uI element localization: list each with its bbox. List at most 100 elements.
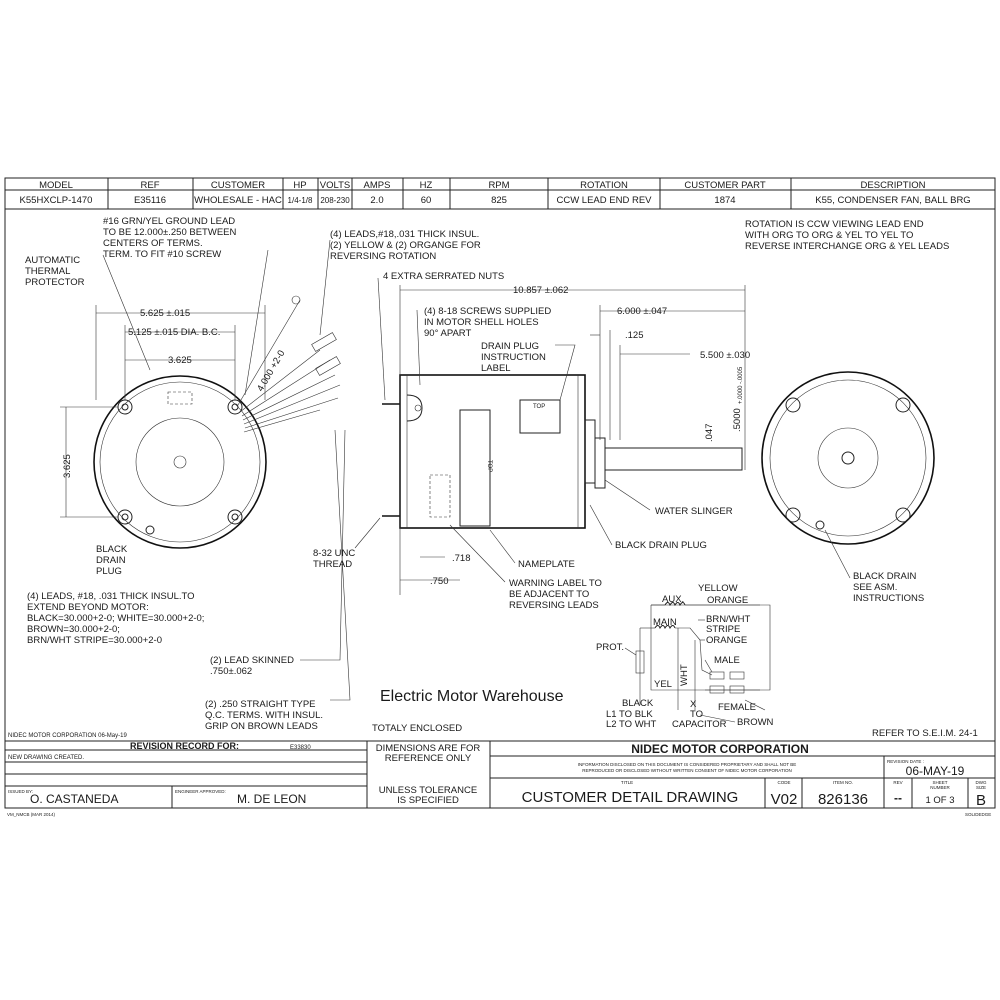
wire-l2: L2 TO WHT: [606, 719, 657, 730]
wire-female: FEMALE: [718, 702, 756, 713]
note-ground-lead-1: #16 GRN/YEL GROUND LEAD: [103, 216, 235, 227]
nameplate-top-text: TOP: [486, 460, 492, 472]
code: V02: [771, 791, 798, 808]
val-customer: WHOLESALE - HAC: [194, 195, 282, 206]
col-hz: HZ: [420, 180, 433, 191]
note-left-drain-2: DRAIN: [96, 555, 126, 566]
spec-table: MODEL REF CUSTOMER HP VOLTS AMPS HZ RPM …: [5, 178, 995, 210]
dwg-size: B: [976, 792, 986, 809]
dim-125: .125: [625, 330, 644, 341]
issued-by-label: ISSUED BY:: [8, 789, 33, 794]
disclaimer-1: INFORMATION DISCLOSED ON THIS DOCUMENT I…: [578, 762, 797, 767]
note-nameplate: NAMEPLATE: [518, 559, 575, 570]
dim-3625-vertical: 3.625: [62, 454, 73, 478]
dim-overall-length: 10.857 ±.062: [513, 285, 568, 296]
wire-black: BLACK: [622, 698, 654, 709]
val-description: K55, CONDENSER FAN, BALL BRG: [815, 195, 970, 206]
note-extra-nuts: 4 EXTRA SERRATED NUTS: [383, 271, 504, 282]
dims-ref-2: REFERENCE ONLY: [385, 753, 472, 764]
sheet-number: 1 OF 3: [925, 795, 954, 806]
note-warning-1: WARNING LABEL TO: [509, 578, 602, 589]
note-right-drain-3: INSTRUCTIONS: [853, 593, 924, 604]
note-screws-2: IN MOTOR SHELL HOLES: [424, 317, 539, 328]
col-rotation: ROTATION: [580, 180, 628, 191]
wire-to-cap-1: TO: [690, 709, 703, 720]
note-leads-length-1: (4) LEADS, #18, .031 THICK INSUL.TO: [27, 591, 195, 602]
issued-by: O. CASTANEDA: [30, 792, 118, 806]
col-amps: AMPS: [364, 180, 391, 191]
top-label: TOP: [533, 404, 545, 410]
sheet-label-1: SHEET: [932, 780, 947, 785]
corp-date: NIDEC MOTOR CORPORATION 06-May-19: [8, 733, 127, 739]
note-rotation-1: ROTATION IS CCW VIEWING LEAD END: [745, 219, 924, 230]
wire-aux: AUX.: [662, 594, 684, 605]
wire-x: X: [690, 699, 697, 710]
dim-shaft-dia: .5000: [732, 408, 743, 432]
note-screws-3: 90° APART: [424, 328, 471, 339]
note-refer: REFER TO S.E.I.M. 24-1: [872, 728, 978, 739]
note-right-drain-2: SEE ASM.: [853, 582, 897, 593]
note-drain-label-2: INSTRUCTION: [481, 352, 546, 363]
note-leads-insul-1: (4) LEADS,#18,.031 THICK INSUL.: [330, 229, 479, 240]
note-rotation-3: REVERSE INTERCHANGE ORG & YEL LEADS: [745, 241, 949, 252]
dwg-label-1: DWG: [976, 780, 987, 785]
wire-yellow: YELLOW: [698, 583, 738, 594]
note-thermal-1: AUTOMATIC: [25, 255, 80, 266]
code-label: CODE: [777, 780, 790, 785]
dim-4000-lead: 4.000 +2-0: [255, 348, 287, 393]
item-label: ITEM NO.: [833, 780, 853, 785]
note-qc-1: (2) .250 STRAIGHT TYPE: [205, 699, 316, 710]
wire-male: MALE: [714, 655, 740, 666]
company-name: NIDEC MOTOR CORPORATION: [631, 742, 809, 756]
lead-end-view: 5.625 ±.015 5.125 ±.015 DIA. B.C. 3.625 …: [60, 249, 341, 549]
note-thermal-3: PROTECTOR: [25, 277, 85, 288]
engineer-label: ENGINEER APPROVED:: [175, 789, 226, 794]
dim-5625: 5.625 ±.015: [140, 308, 190, 319]
wire-brn-wht-2: STRIPE: [706, 624, 740, 635]
note-leads-length-3: BLACK=30.000+2-0; WHITE=30.000+2-0;: [27, 613, 204, 624]
note-leads-length-5: BRN/WHT STRIPE=30.000+2-0: [27, 635, 162, 646]
title-block: REVISION RECORD FOR: E33830 NEW DRAWING …: [5, 740, 995, 817]
note-drain-label-3: LABEL: [481, 363, 511, 374]
note-left-drain-1: BLACK: [96, 544, 128, 555]
wire-main: MAIN: [653, 617, 677, 628]
note-black-drain-plug: BLACK DRAIN PLUG: [615, 540, 707, 551]
col-hp: HP: [293, 180, 306, 191]
note-qc-3: GRIP ON BROWN LEADS: [205, 721, 318, 732]
wire-prot: PROT.: [596, 642, 624, 653]
wire-l1: L1 TO BLK: [606, 709, 653, 720]
note-screws-1: (4) 8-18 SCREWS SUPPLIED: [424, 306, 551, 317]
revision-record-label: REVISION RECORD FOR:: [130, 741, 239, 751]
note-leads-insul-2: (2) YELLOW & (2) ORGANGE FOR: [330, 240, 481, 251]
sheet-label-2: NUMBER: [930, 785, 950, 790]
revision-date: 06-MAY-19: [906, 764, 965, 778]
val-ref: E35116: [134, 195, 166, 206]
engineer: M. DE LEON: [237, 792, 306, 806]
dim-shaft-6000: 6.000 ±.047: [617, 306, 667, 317]
note-rotation-2: WITH ORG TO ORG & YEL TO YEL TO: [745, 230, 913, 241]
note-warning-2: BE ADJACENT TO: [509, 589, 589, 600]
form-code: VM_NMCB (MAR 2014): [7, 812, 56, 817]
note-leads-length-2: EXTEND BEYOND MOTOR:: [27, 602, 149, 613]
col-rpm: RPM: [488, 180, 509, 191]
dim-5125-bc: 5.125 ±.015 DIA. B.C.: [128, 327, 220, 338]
val-customer-part: 1874: [714, 195, 735, 206]
note-ground-lead-4: TERM. TO FIT #10 SCREW: [103, 249, 221, 260]
note-water-slinger: WATER SLINGER: [655, 506, 733, 517]
title-label: TITLE: [621, 780, 633, 785]
tolerance-2: IS SPECIFIED: [397, 795, 459, 806]
val-hz: 60: [421, 195, 432, 206]
col-volts: VOLTS: [320, 180, 350, 191]
rev: --: [894, 791, 902, 805]
rev-label: REV: [893, 780, 902, 785]
wire-orange-2: ORANGE: [706, 635, 747, 646]
general-notes: #16 GRN/YEL GROUND LEAD TO BE 12.000±.25…: [8, 216, 978, 739]
wire-wht: WHT: [679, 664, 690, 686]
tolerance-1: UNLESS TOLERANCE: [379, 785, 477, 796]
motor-side-view: TOP TOP 4 EXTRA SERRATED NUTS 10.857 ±.0…: [300, 239, 750, 701]
shaft-end-view: BLACK DRAIN SEE ASM. INSTRUCTIONS: [761, 371, 935, 604]
note-ground-lead-3: CENTERS OF TERMS.: [103, 238, 203, 249]
drawing-frame: [4, 177, 996, 809]
val-volts: 208-230: [320, 196, 350, 205]
